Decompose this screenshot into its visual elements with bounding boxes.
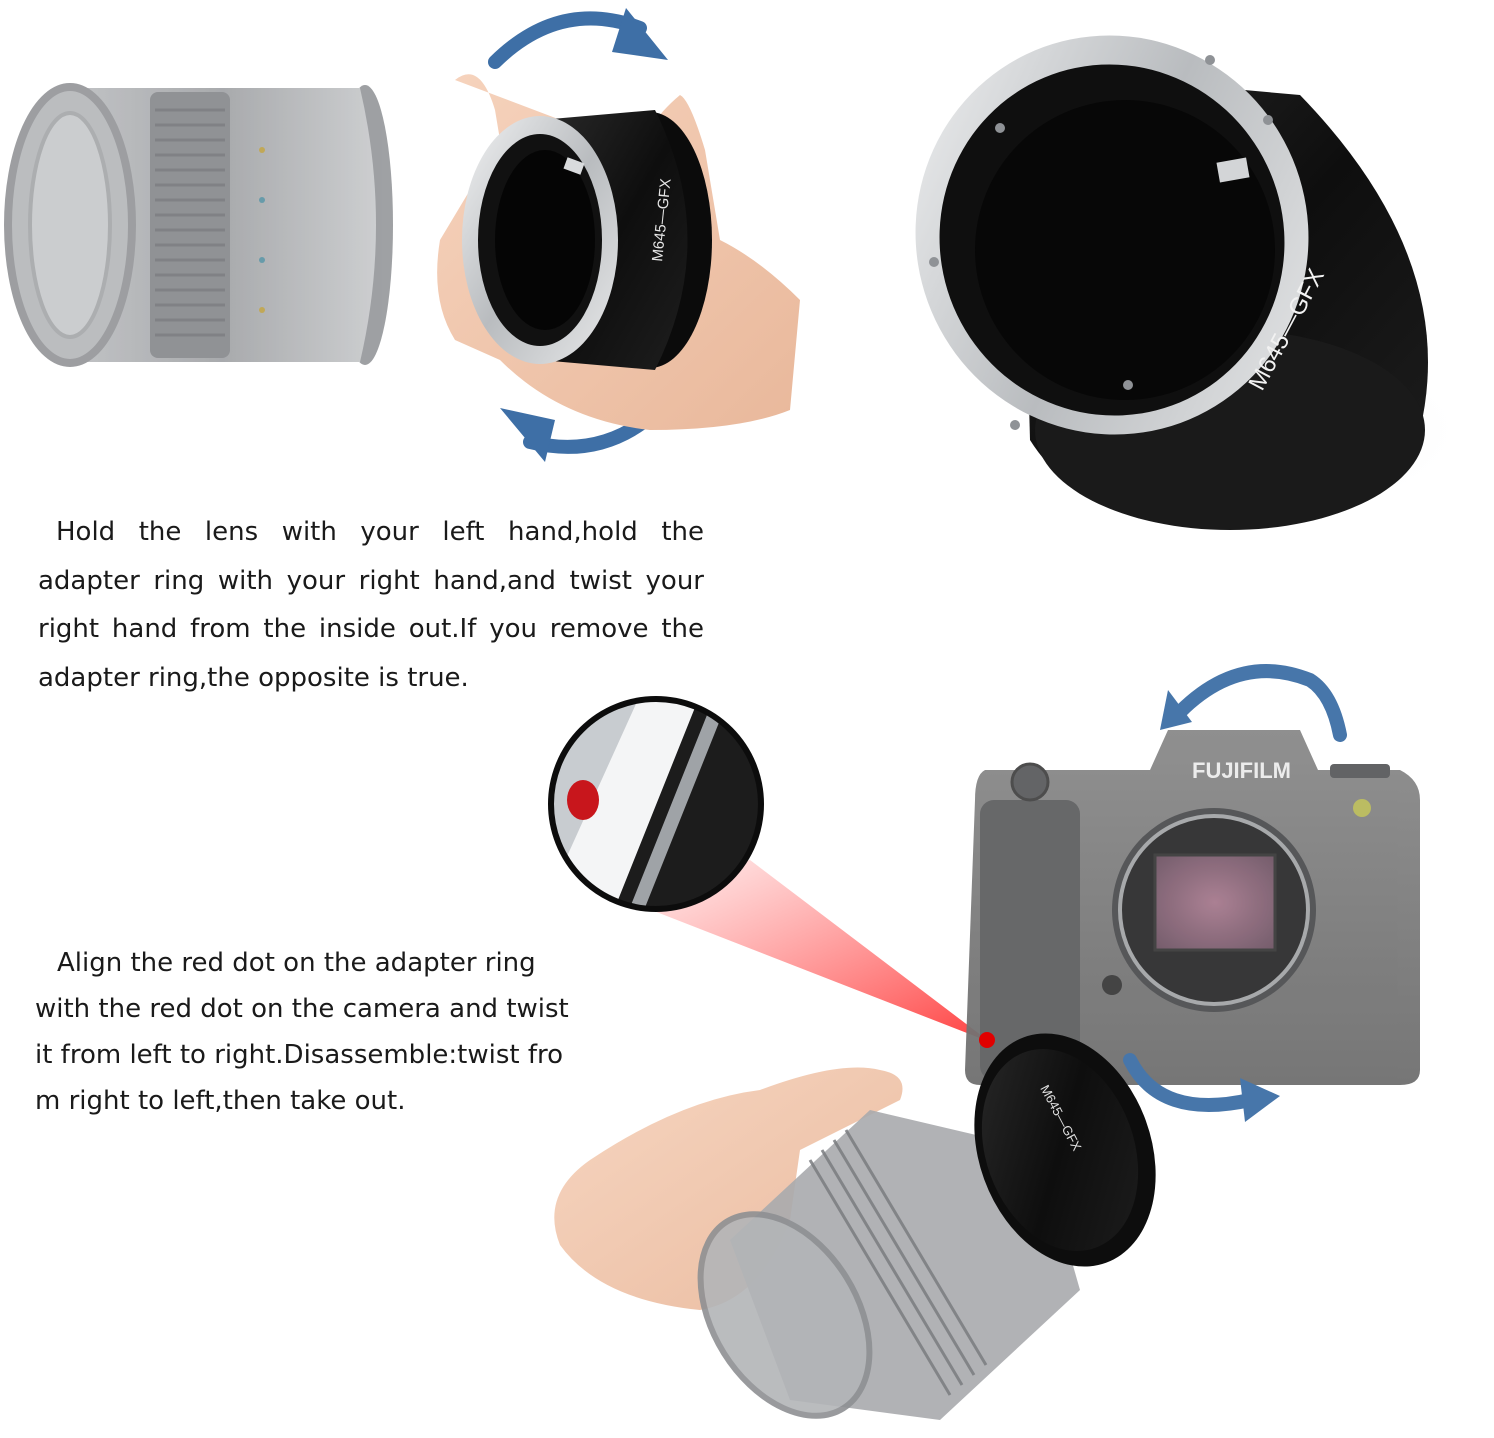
curved-arrow-head <box>1160 690 1192 730</box>
red-beam <box>600 860 990 1042</box>
camera-brand: FUJIFILM <box>1192 758 1291 783</box>
curved-arrow-icon <box>1173 664 1347 742</box>
curved-arrow-head <box>500 408 555 462</box>
alignment-instructions: Align the red dot on the adapter ring wi… <box>35 948 569 1116</box>
adapter-closeup: M645—GFX <box>915 35 1470 530</box>
lens-faded-top <box>4 83 393 367</box>
camera-gfx: FUJIFILM <box>965 664 1420 1122</box>
hand-lens-mounting: M645—GFX <box>554 1032 1156 1420</box>
zoom-detail <box>548 696 764 912</box>
hand-holding-adapter: M645—GFX <box>437 8 800 462</box>
red-dot-icon <box>979 1032 995 1048</box>
red-dot-icon <box>567 780 599 820</box>
curved-arrow-head <box>1240 1078 1280 1122</box>
curved-arrow-head <box>612 8 668 60</box>
curved-arrow-icon <box>1123 1053 1257 1112</box>
mounting-instructions: Hold the lens with your left hand,hold t… <box>38 517 704 693</box>
